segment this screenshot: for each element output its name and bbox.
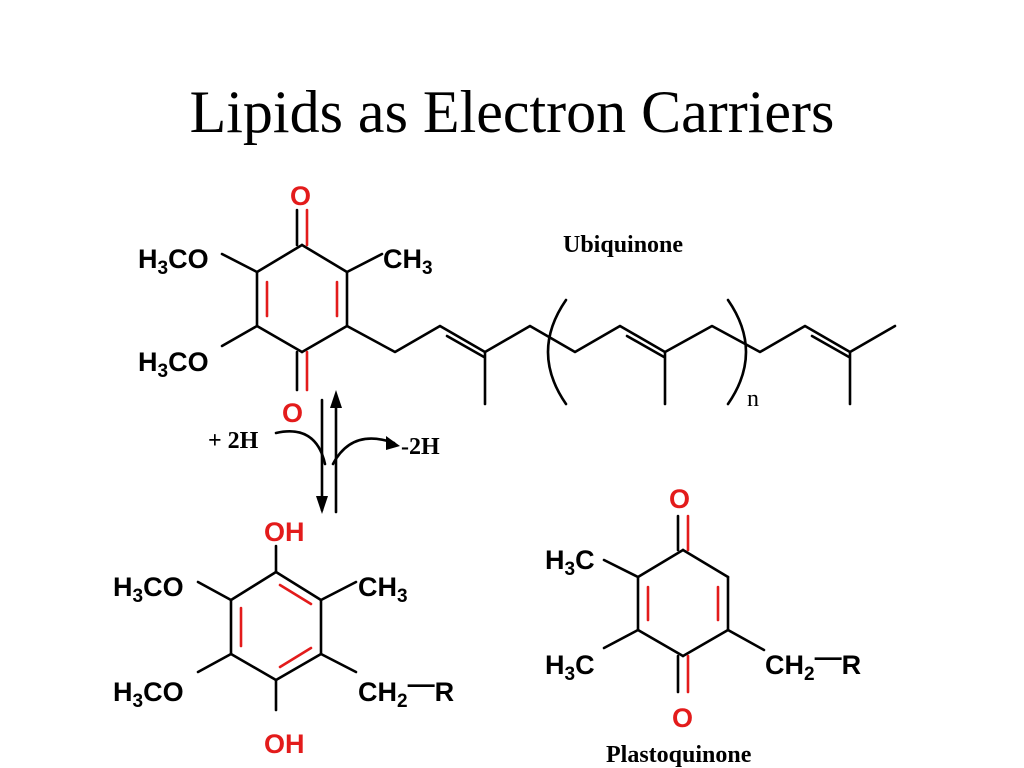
ubiquinol-structure bbox=[196, 544, 358, 712]
ubiquinol-methoxy-top: H3CO bbox=[113, 572, 184, 607]
plastoquinone-bottom-oxygen: O bbox=[672, 703, 693, 733]
ubiquinone-label: Ubiquinone bbox=[563, 232, 683, 258]
ubiquinone-structure bbox=[220, 208, 897, 406]
plastoquinone-structure bbox=[602, 514, 766, 694]
ubiquinol-side-chain: CH2—R bbox=[358, 669, 454, 712]
ubiquinol-bottom-hydroxyl: OH bbox=[264, 729, 305, 759]
plastoquinone-label: Plastoquinone bbox=[606, 742, 752, 768]
ubiquinone-bottom-oxygen: O bbox=[282, 398, 303, 428]
ubiquinone-methyl: CH3 bbox=[383, 244, 433, 279]
equilibrium-arrows bbox=[274, 390, 400, 514]
slide-title: Lipids as Electron Carriers bbox=[189, 79, 835, 145]
ubiquinone-methoxy-bottom: H3CO bbox=[138, 347, 209, 382]
plastoquinone-side-chain: CH2—R bbox=[765, 642, 861, 685]
plastoquinone-top-oxygen: O bbox=[669, 484, 690, 514]
ubiquinol-methoxy-bottom: H3CO bbox=[113, 677, 184, 712]
ubiquinol-top-hydroxyl: OH bbox=[264, 517, 305, 547]
repeat-subscript: n bbox=[747, 386, 759, 412]
plastoquinone-methyl-top: H3C bbox=[545, 545, 595, 580]
ubiquinone-top-oxygen: O bbox=[290, 181, 311, 211]
plastoquinone-methyl-bottom: H3C bbox=[545, 650, 595, 685]
ubiquinone-methoxy-top: H3CO bbox=[138, 244, 209, 279]
remove-hydrogen-label: -2H bbox=[401, 434, 440, 460]
ubiquinol-methyl: CH3 bbox=[358, 572, 408, 607]
add-hydrogen-label: + 2H bbox=[208, 428, 259, 454]
